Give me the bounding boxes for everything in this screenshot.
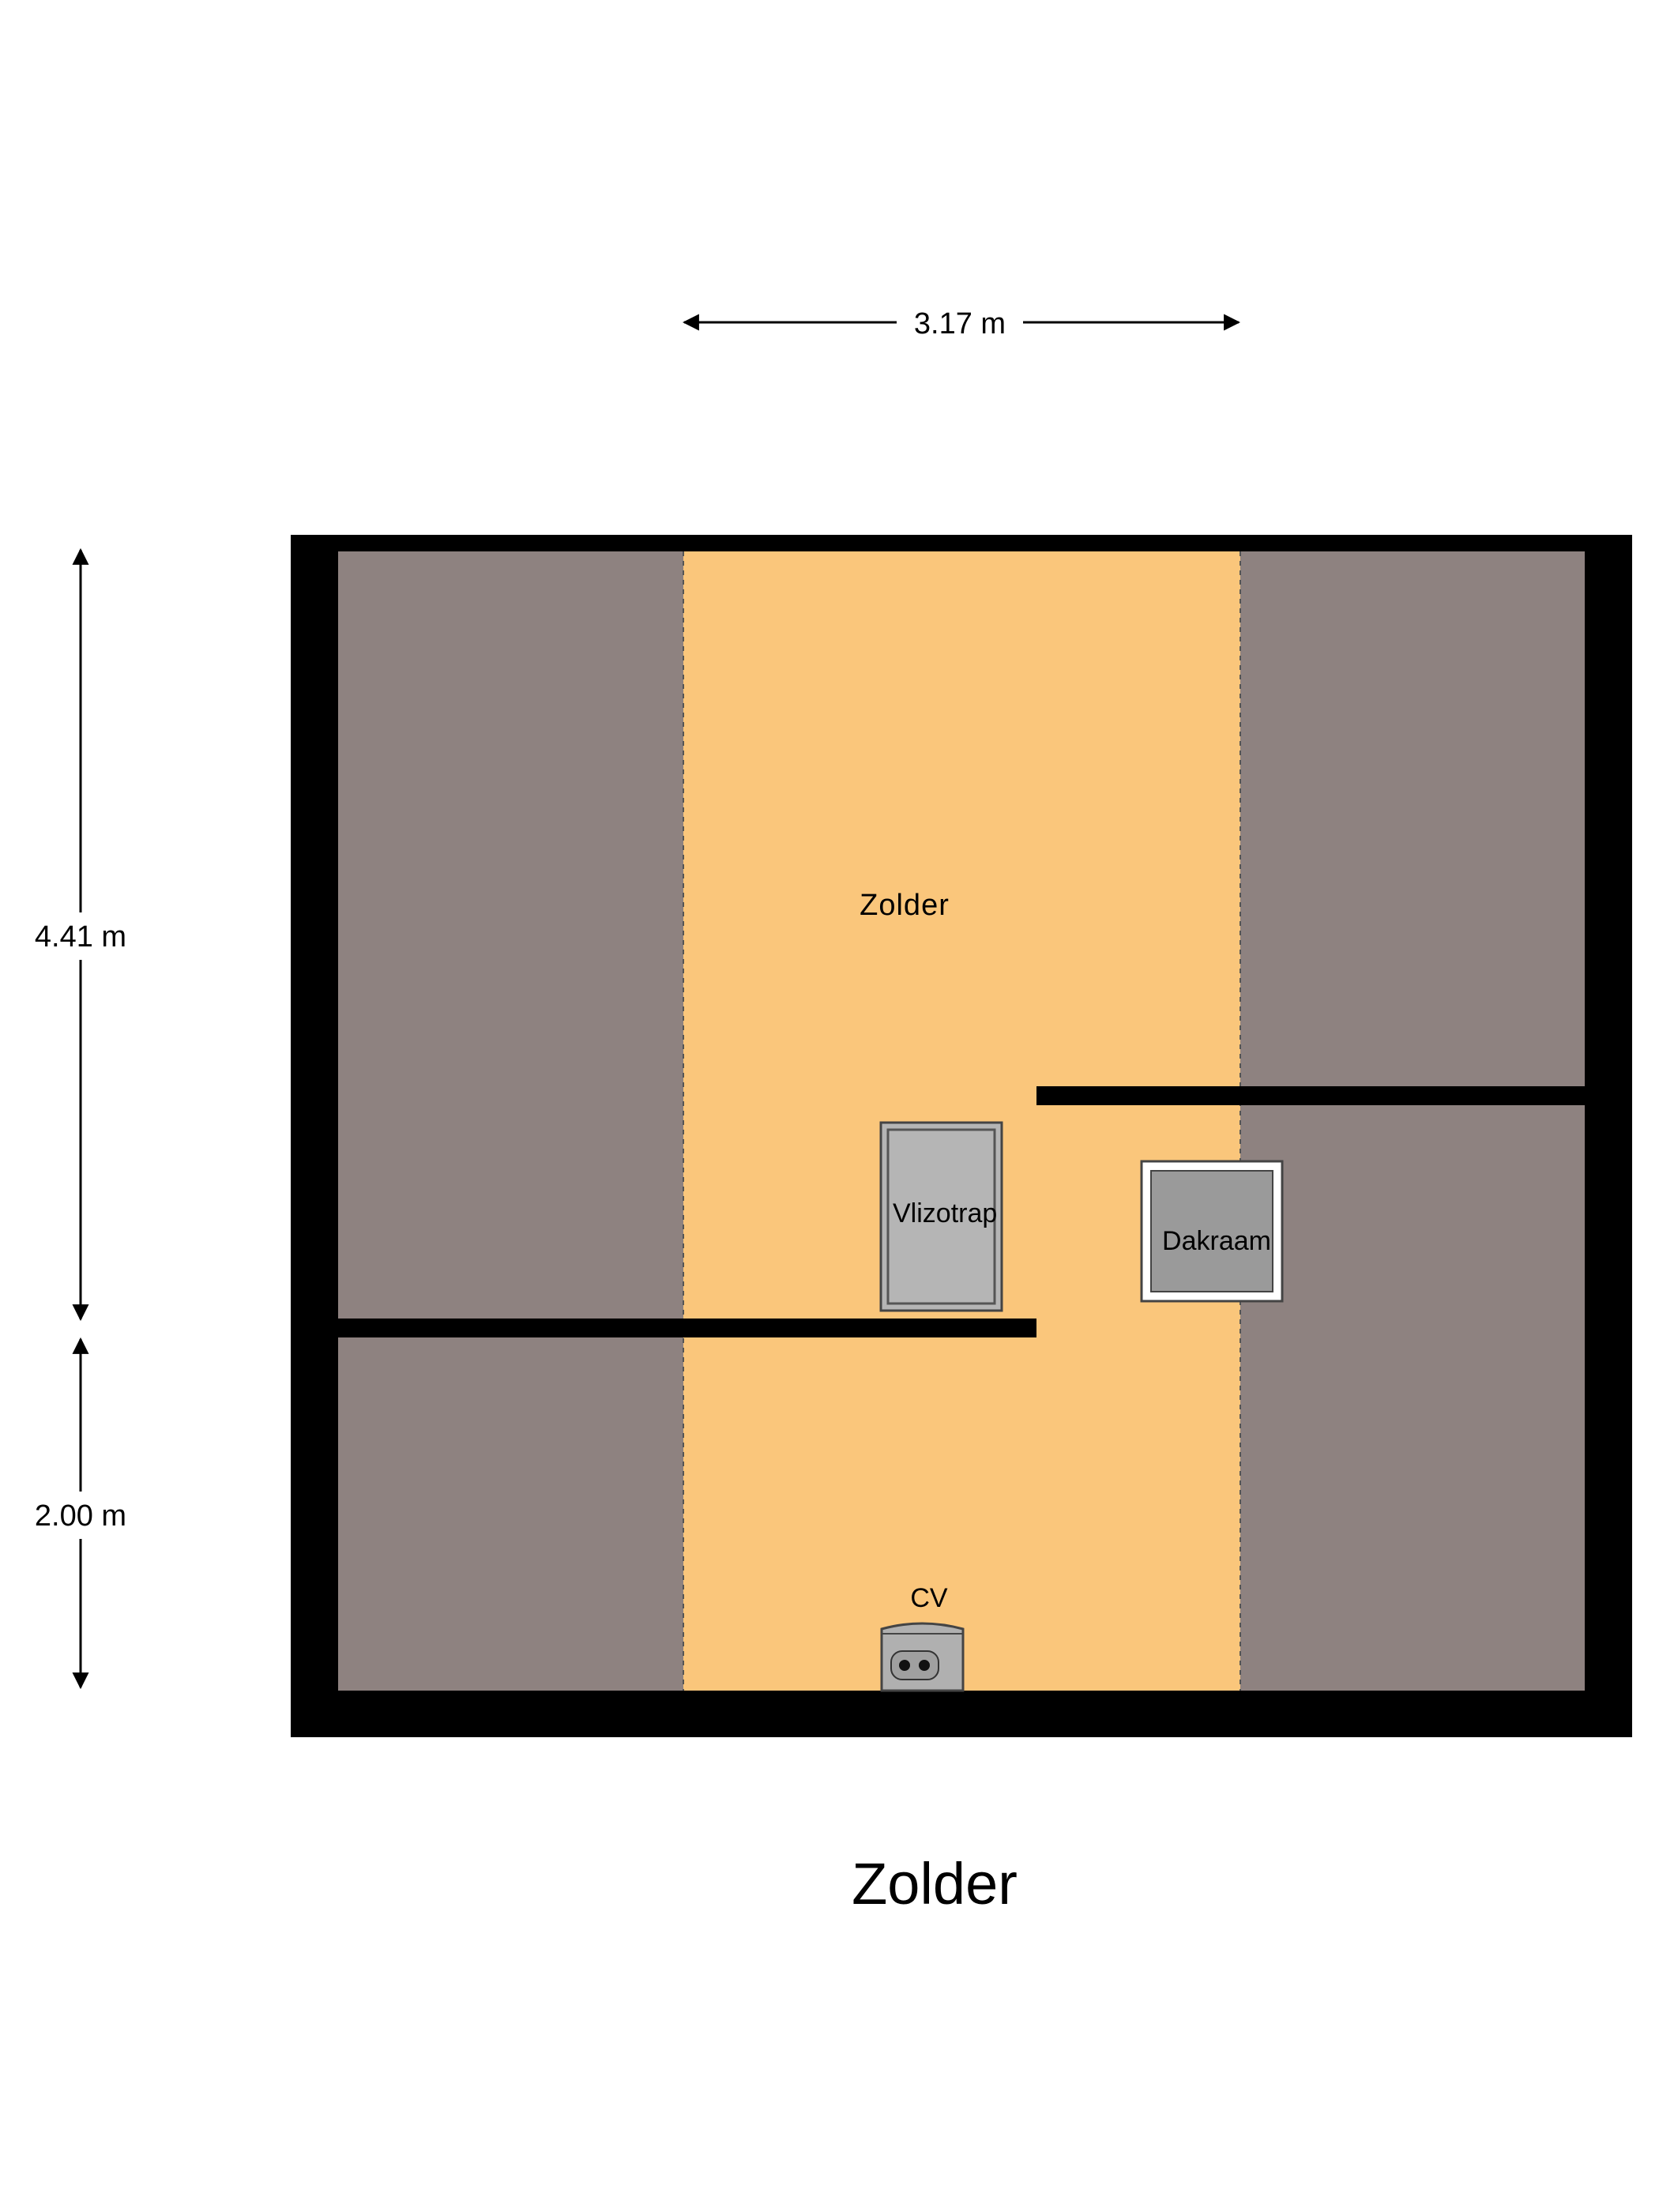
interior-wall-lower <box>338 1319 1036 1337</box>
low-ceiling-left <box>338 551 683 1691</box>
floor-title: Zolder <box>852 1851 1018 1917</box>
dakraam-fixture: Dakraam <box>1140 1160 1284 1303</box>
height-dimension-lower: 2.00 m <box>35 1337 126 1690</box>
cv-boiler-fixture: CV <box>880 1583 965 1692</box>
width-dimension-label: 3.17 m <box>914 307 1006 340</box>
height-dimension-upper: 4.41 m <box>35 547 126 1322</box>
height-upper-label: 4.41 m <box>35 920 126 954</box>
vlizotrap-label: Vlizotrap <box>893 1198 997 1228</box>
dakraam-label: Dakraam <box>1162 1226 1271 1256</box>
room-label-zolder: Zolder <box>860 889 950 922</box>
height-lower-label: 2.00 m <box>35 1499 126 1533</box>
zolder-floor-area <box>683 551 1240 1691</box>
width-dimension: 3.17 m <box>682 307 1241 340</box>
vlizotrap-fixture: Vlizotrap <box>879 1121 1003 1312</box>
interior-wall-upper <box>1036 1086 1585 1105</box>
low-ceiling-right <box>1240 551 1585 1691</box>
cv-label: CV <box>910 1583 948 1613</box>
